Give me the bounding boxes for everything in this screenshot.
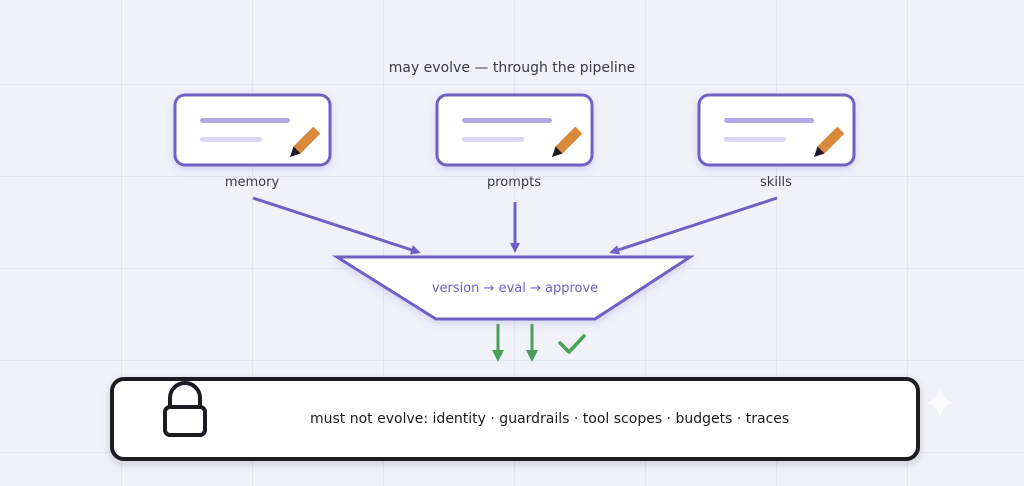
pencil-icon [814,126,845,157]
prompts-label: prompts [486,175,542,190]
constraint-label: must not evolve: identity · guardrails ·… [310,411,790,427]
diagram-title: may evolve — through the pipeline [388,60,636,76]
skills-arrow [609,196,778,255]
lock-icon [163,381,207,437]
prompts-card [435,93,594,167]
pipeline-funnel [331,255,696,321]
pencil-icon [552,126,583,157]
check-icon [558,334,586,354]
memory-card [173,93,332,167]
skills-label: skills [760,175,792,190]
memory-arrow [252,196,421,255]
skills-card [697,93,856,167]
sparkle-icon [925,388,955,418]
constraint-box [110,377,920,461]
memory-label: memory [224,175,280,190]
pipeline-label: version → eval → approve [431,281,599,296]
